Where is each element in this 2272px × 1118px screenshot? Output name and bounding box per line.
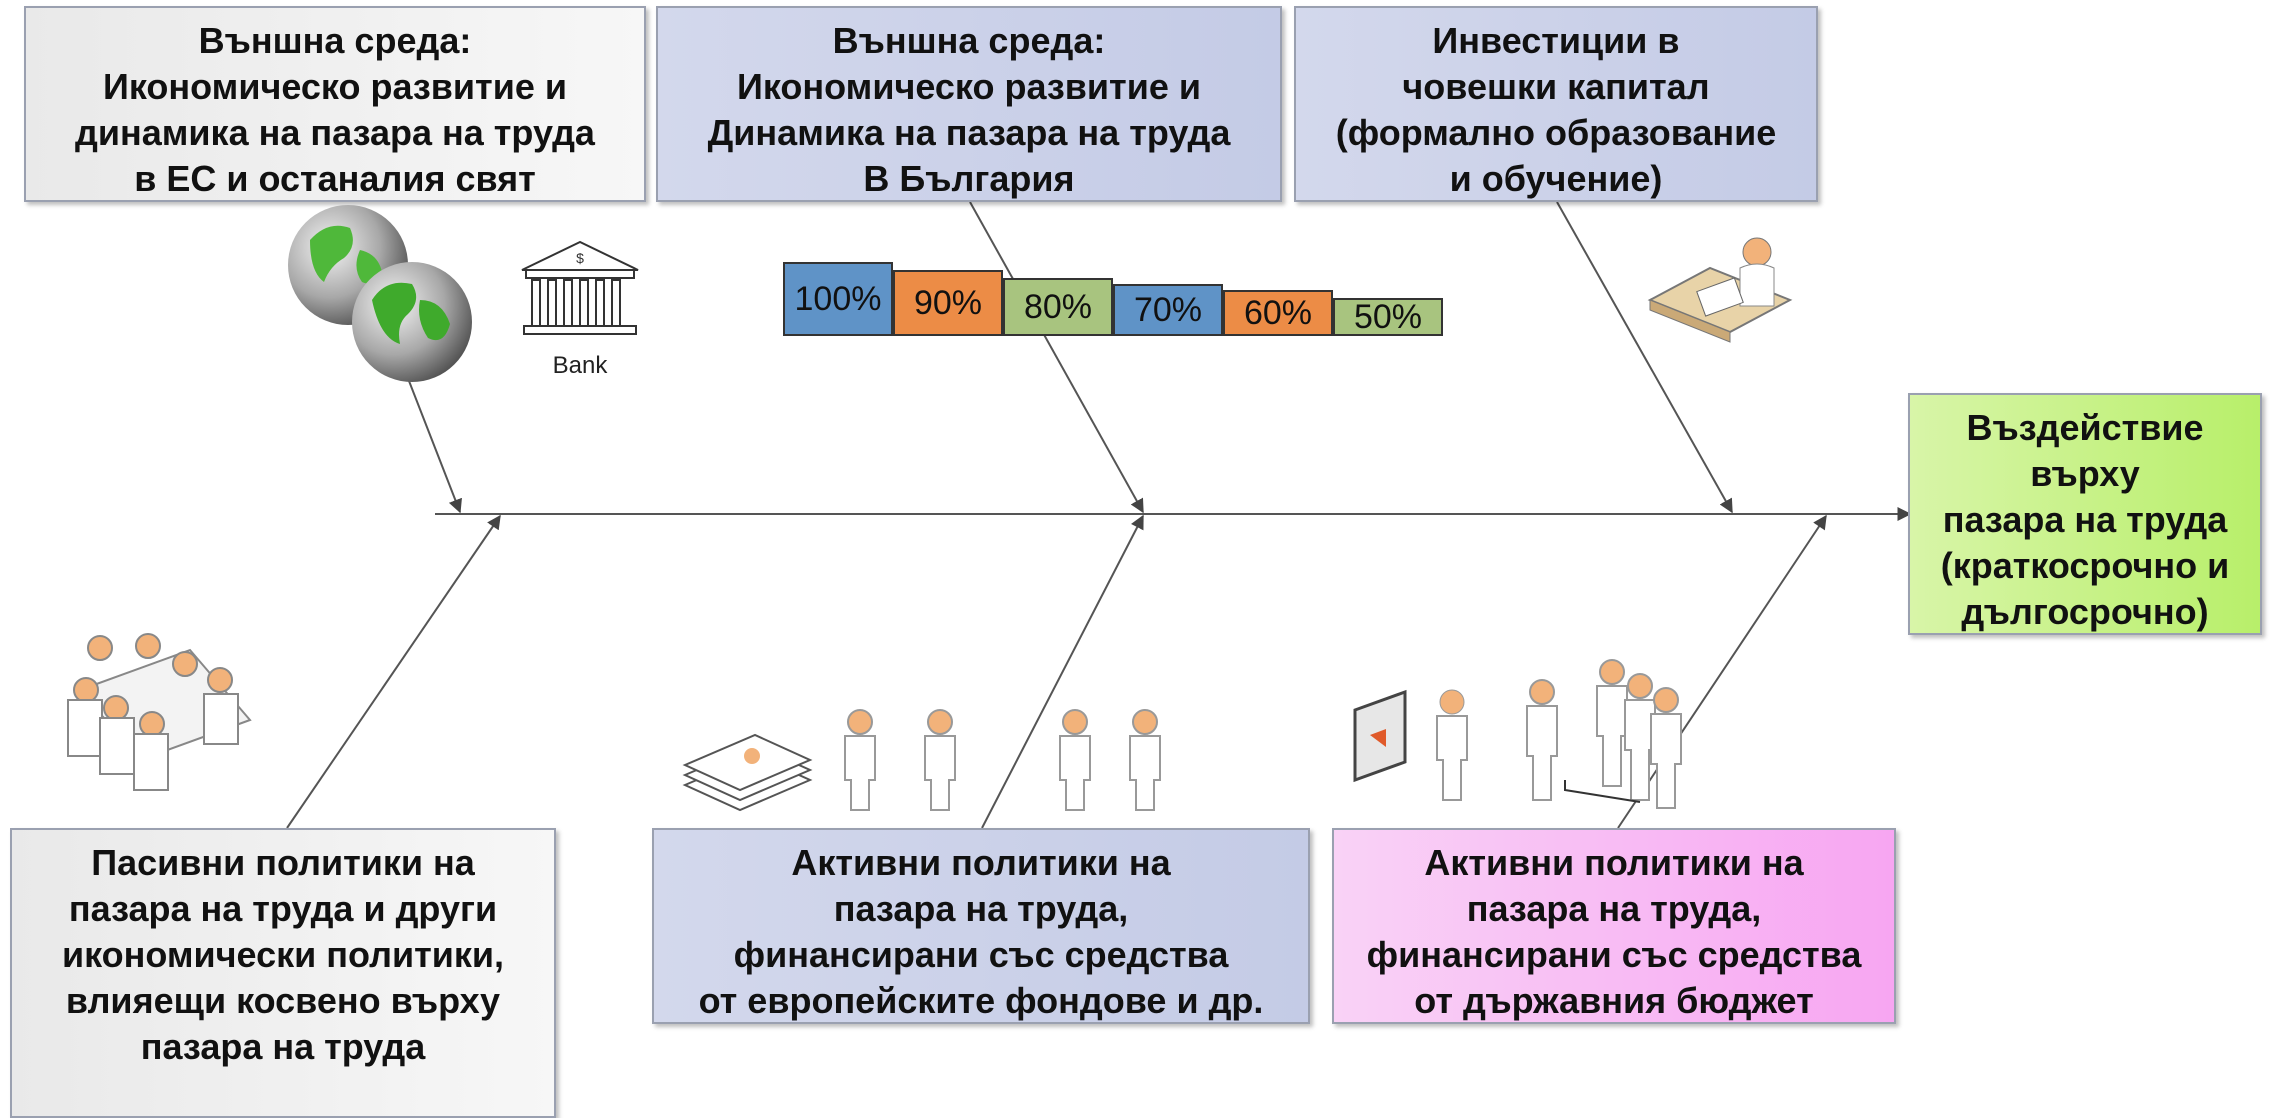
percent-bars: 100% 90% 80% 70% 60% 50% — [783, 262, 1443, 336]
bone-bottom-left — [286, 514, 501, 829]
bone-bottom-right — [1617, 514, 1827, 829]
box-active-eu-funds: Активни политики на пазара на труда, фин… — [652, 828, 1310, 1024]
bone-top-right — [1556, 201, 1733, 514]
percent-bar: 100% — [783, 262, 893, 336]
box-effect: Въздействие върху пазара на труда (кратк… — [1908, 393, 2262, 635]
bank-label: Bank — [552, 352, 608, 379]
bone-bottom-middle — [981, 514, 1144, 829]
bone-top-middle — [969, 201, 1144, 514]
percent-bar: 50% — [1333, 298, 1443, 336]
percent-bar: 80% — [1003, 278, 1113, 336]
box-external-bulgaria: Външна среда: Икономическо развитие и Ди… — [656, 6, 1282, 202]
box-active-state-budget: Активни политики на пазара на труда, фин… — [1332, 828, 1896, 1024]
percent-bar: 90% — [893, 270, 1003, 336]
percent-bar: 70% — [1113, 284, 1223, 336]
box-passive-policies: Пасивни политики на пазара на труда и др… — [10, 828, 556, 1118]
box-human-capital: Инвестиции в човешки капитал (формално о… — [1294, 6, 1818, 202]
box-external-eu: Външна среда: Икономическо развитие и ди… — [24, 6, 646, 202]
percent-bar: 60% — [1223, 290, 1333, 336]
svg-text:$: $ — [576, 250, 584, 266]
